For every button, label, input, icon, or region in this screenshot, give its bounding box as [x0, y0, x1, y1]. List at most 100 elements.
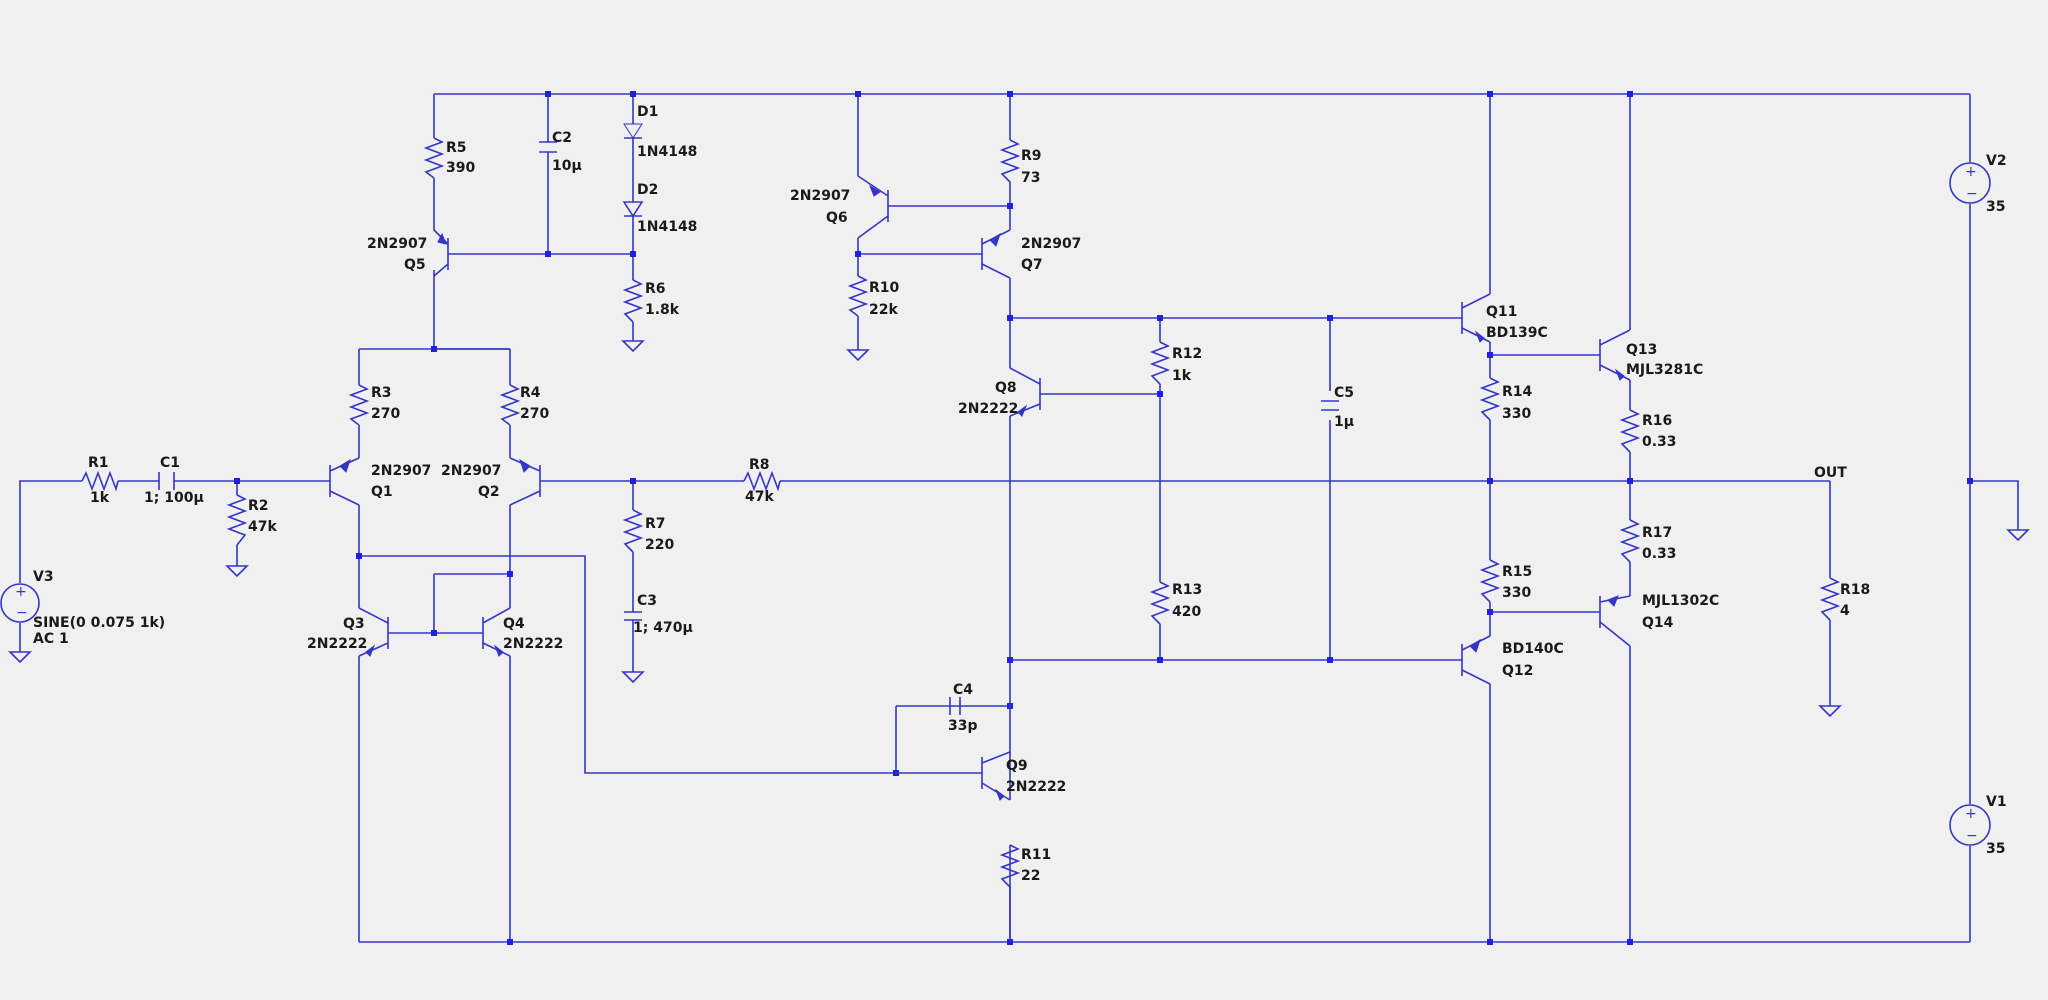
q1-value: 2N2907: [371, 463, 431, 479]
v3-minus-sign: −: [16, 605, 28, 621]
v1-plus-sign: +: [1965, 806, 1977, 822]
q4-name: Q4: [503, 616, 525, 632]
r2-name: R2: [248, 498, 269, 514]
resistor-r1[interactable]: R1 1k: [81, 455, 119, 506]
source-v2[interactable]: + − V2 35: [1949, 153, 2007, 215]
resistor-r2[interactable]: R2 47k: [226, 494, 277, 546]
q2-value: 2N2907: [441, 463, 501, 479]
capacitor-c2[interactable]: C2 10µ: [539, 130, 582, 174]
transistor-q14[interactable]: MJL1302C Q14: [1599, 593, 1719, 647]
q5-value: 2N2907: [367, 236, 427, 252]
resistor-r7[interactable]: R7 220: [622, 509, 674, 553]
r4-value: 270: [520, 406, 549, 422]
resistor-r11[interactable]: R11 22: [999, 844, 1051, 942]
resistor-r17[interactable]: R17 0.33: [1619, 519, 1677, 563]
transistor-q2[interactable]: 2N2907 Q2: [441, 457, 541, 506]
v1-minus-sign: −: [1966, 828, 1978, 844]
r12-name: R12: [1172, 346, 1202, 362]
capacitor-c1[interactable]: C1 1; 100µ: [144, 455, 204, 506]
resistor-r3[interactable]: R3 270: [348, 384, 400, 426]
r13-value: 420: [1172, 604, 1201, 620]
q13-name: Q13: [1626, 342, 1657, 358]
resistor-r14[interactable]: R14 330: [1479, 377, 1533, 422]
transistor-q12[interactable]: BD140C Q12: [1461, 635, 1564, 685]
ground-symbols: [8, 340, 2030, 718]
transistor-q5[interactable]: 2N2907 Q5: [367, 225, 465, 277]
q7-name: Q7: [1021, 257, 1043, 273]
source-v1[interactable]: + − V1 35: [1949, 794, 2007, 857]
q12-name: Q12: [1502, 663, 1533, 679]
resistor-r16[interactable]: R16 0.33: [1619, 409, 1677, 453]
c2-value: 10µ: [552, 158, 582, 174]
v1-value: 35: [1986, 841, 2005, 857]
v2-minus-sign: −: [1966, 186, 1978, 202]
r14-name: R14: [1502, 384, 1533, 400]
r16-value: 0.33: [1642, 434, 1677, 450]
transistor-q7[interactable]: 2N2907 Q7: [981, 229, 1081, 279]
q2-name: Q2: [478, 484, 500, 500]
q13-value: MJL3281C: [1626, 362, 1703, 378]
resistor-r15[interactable]: R15 330: [1479, 559, 1532, 603]
q11-name: Q11: [1486, 304, 1517, 320]
r3-value: 270: [371, 406, 400, 422]
transistor-q1[interactable]: 2N2907 Q1: [329, 457, 431, 506]
transistor-q9[interactable]: Q9 2N2222: [895, 704, 1066, 801]
diode-d1[interactable]: D1 1N4148: [623, 104, 697, 160]
transistor-q11[interactable]: Q11 BD139C: [1461, 293, 1548, 343]
q4-value: 2N2222: [503, 636, 563, 652]
transistor-q6[interactable]: 2N2907 Q6: [790, 175, 889, 239]
net-label-out: OUT: [1814, 465, 1847, 481]
d2-name: D2: [637, 182, 658, 198]
resistor-r18[interactable]: R18 4: [1819, 577, 1870, 621]
v2-plus-sign: +: [1965, 164, 1977, 180]
resistor-r10[interactable]: R10 22k: [847, 275, 900, 318]
r13-name: R13: [1172, 582, 1202, 598]
r17-name: R17: [1642, 525, 1672, 541]
resistor-r6[interactable]: R6 1.8k: [622, 279, 680, 323]
r1-name: R1: [88, 455, 109, 471]
r10-name: R10: [869, 280, 900, 296]
capacitor-c3[interactable]: C3 1; 470µ: [624, 593, 693, 636]
q1-name: Q1: [371, 484, 393, 500]
d1-value: 1N4148: [637, 144, 697, 160]
v3-plus-sign: +: [15, 584, 27, 600]
transistor-q13[interactable]: Q13 MJL3281C: [1599, 329, 1703, 381]
capacitor-c4[interactable]: C4 33p: [948, 682, 978, 734]
resistor-r12[interactable]: R12 1k: [1149, 341, 1202, 385]
q14-value: MJL1302C: [1642, 593, 1719, 609]
source-v3[interactable]: + − V3 SINE(0 0.075 1k) AC 1: [0, 569, 165, 647]
capacitor-c5[interactable]: C5 1µ: [1321, 385, 1354, 430]
q9-value: 2N2222: [1006, 779, 1066, 795]
v3-extra: AC 1: [33, 631, 69, 647]
q3-name: Q3: [343, 616, 365, 632]
c4-value: 33p: [948, 718, 978, 734]
r6-value: 1.8k: [645, 302, 680, 318]
q3-value: 2N2222: [307, 636, 367, 652]
transistor-q3[interactable]: Q3 2N2222: [307, 607, 389, 657]
d1-name: D1: [637, 104, 658, 120]
transistor-q4[interactable]: Q4 2N2222: [482, 607, 563, 657]
r18-value: 4: [1840, 603, 1850, 619]
transistor-q8[interactable]: Q8 2N2222: [958, 367, 1041, 417]
resistor-r8[interactable]: R8 47k: [743, 457, 781, 505]
r9-name: R9: [1021, 148, 1042, 164]
r5-value: 390: [446, 160, 475, 176]
r15-value: 330: [1502, 585, 1531, 601]
diode-d2[interactable]: D2 1N4148: [622, 182, 697, 235]
r8-name: R8: [749, 457, 770, 473]
resistor-r9[interactable]: R9 73: [999, 139, 1042, 186]
q7-value: 2N2907: [1021, 236, 1081, 252]
v2-name: V2: [1986, 153, 2007, 169]
resistor-r5[interactable]: R5 390: [423, 137, 475, 179]
r10-value: 22k: [869, 302, 898, 318]
resistor-r13[interactable]: R13 420: [1149, 581, 1202, 625]
r7-value: 220: [645, 537, 674, 553]
r2-value: 47k: [248, 519, 277, 535]
q11-value: BD139C: [1486, 325, 1548, 341]
q14-name: Q14: [1642, 615, 1674, 631]
c3-name: C3: [637, 593, 657, 609]
v3-value: SINE(0 0.075 1k): [33, 615, 165, 631]
resistor-r4[interactable]: R4 270: [499, 384, 549, 426]
c1-name: C1: [160, 455, 180, 471]
